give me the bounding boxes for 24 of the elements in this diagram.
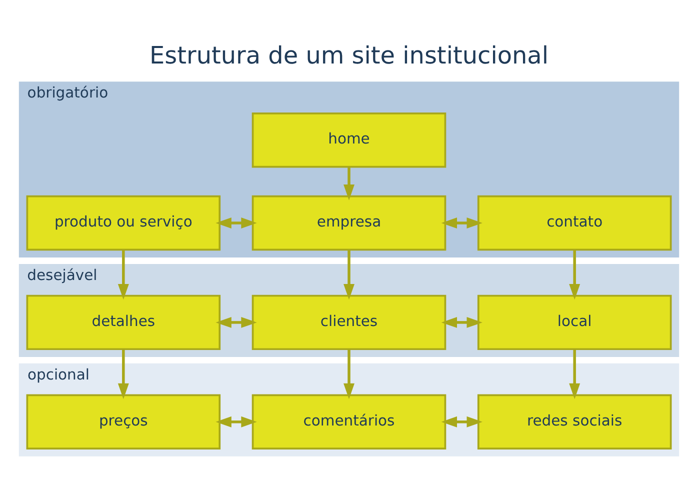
- arrow: [216, 218, 257, 228]
- arrow: [216, 316, 257, 328]
- node-box: preços: [26, 394, 221, 450]
- arrow: [118, 349, 129, 400]
- node-box: home: [252, 112, 446, 168]
- diagram-title: Estrutura de um site institucional: [150, 42, 548, 70]
- node-box: comentários: [252, 394, 446, 450]
- node-box: redes sociais: [477, 394, 672, 450]
- arrow: [569, 349, 580, 400]
- arrow: [216, 416, 257, 428]
- node-box: clientes: [252, 294, 446, 350]
- node-box: empresa: [252, 195, 446, 251]
- node-box: detalhes: [26, 294, 221, 350]
- arrow: [344, 349, 354, 400]
- node-box: produto ou serviço: [26, 195, 221, 251]
- arrow: [441, 316, 482, 328]
- arrow: [344, 250, 354, 300]
- node-box: contato: [477, 195, 672, 251]
- node-box: local: [477, 294, 672, 350]
- arrow: [118, 250, 129, 300]
- arrow: [344, 167, 354, 200]
- arrow: [441, 218, 482, 228]
- arrow: [569, 250, 580, 300]
- arrow: [441, 416, 482, 428]
